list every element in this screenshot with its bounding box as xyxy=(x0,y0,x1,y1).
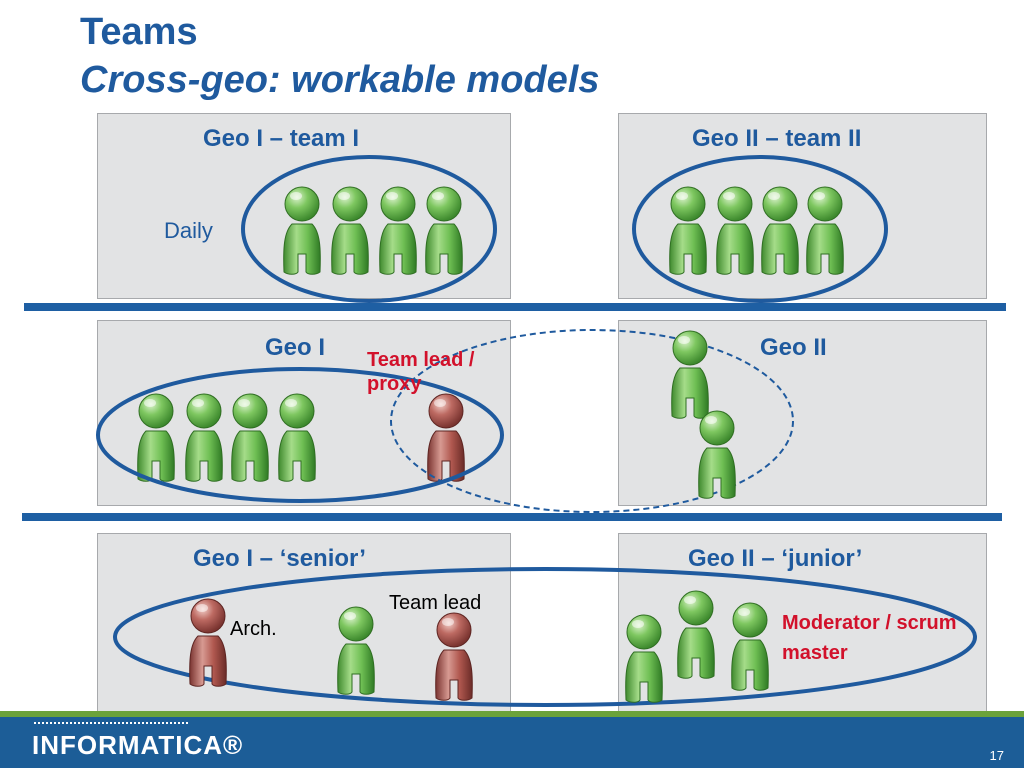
logo-dotted-line xyxy=(34,722,188,724)
page-number: 17 xyxy=(989,748,1004,763)
arch-label: Arch. xyxy=(230,618,277,640)
row-separator-1 xyxy=(24,303,1006,311)
footer-bar xyxy=(0,717,1024,768)
panel-title-geo2-junior: Geo II – ‘junior’ xyxy=(688,545,863,572)
slide-subtitle: Cross-geo: workable models xyxy=(80,59,600,101)
moderator-label: Moderator / scrum master xyxy=(782,612,957,664)
panel-title-geo2-team2: Geo II – team II xyxy=(692,125,862,152)
panel-title-geo1-senior: Geo I – ‘senior’ xyxy=(193,545,366,572)
team-lead-proxy-label: Team lead / proxy xyxy=(367,349,475,395)
panel-title-geo2: Geo II xyxy=(760,334,827,361)
informatica-logo: INFORMATICA® xyxy=(32,730,244,760)
footer-accent-line xyxy=(0,711,1024,717)
team-lead-label: Team lead xyxy=(389,592,482,614)
row-separator-2 xyxy=(22,513,1002,521)
panel-title-geo1: Geo I xyxy=(265,334,326,361)
slide-title: Teams xyxy=(80,11,198,53)
daily-label: Daily xyxy=(164,218,213,243)
panel-title-geo1-team1: Geo I – team I xyxy=(203,125,360,152)
